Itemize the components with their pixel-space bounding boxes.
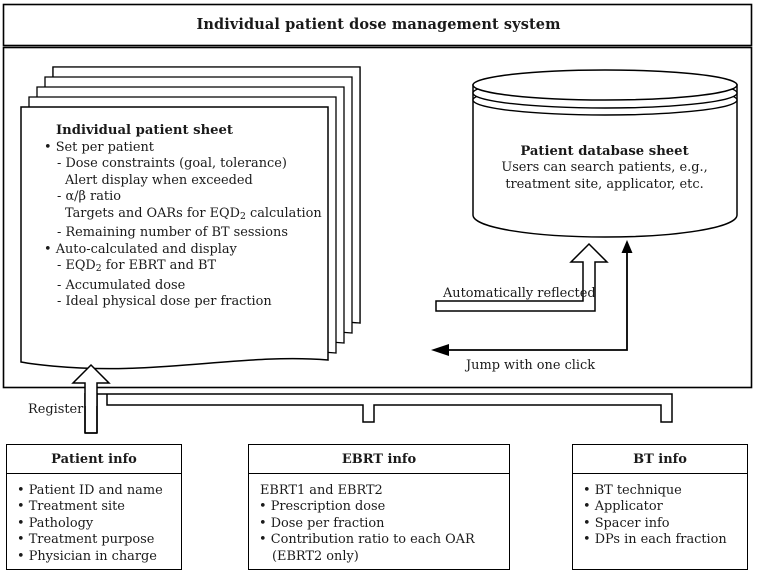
label-automatically-reflected: Automatically reflected [443, 286, 596, 301]
box-ebrt-info-body: EBRT1 and EBRT2• Prescription dose• Dose… [249, 474, 509, 569]
jump-arrowhead-up [621, 240, 633, 253]
patient-sheet-list: • Set per patient- Dose constraints (goa… [44, 140, 344, 311]
database-description-line1: Users can search patients, e.g., [501, 160, 708, 175]
list-item: • Spacer info [583, 515, 670, 531]
box-patient-info: Patient info • Patient ID and name• Trea… [6, 444, 182, 570]
patient-sheet-item: - Dose constraints (goal, tolerance) [57, 156, 287, 172]
database-title: Patient database sheet [520, 144, 689, 159]
box-bt-info-title: BT info [573, 445, 747, 474]
list-item: • Applicator [583, 499, 663, 515]
list-item: • Treatment site [17, 499, 125, 515]
list-item: • Patient ID and name [17, 483, 163, 498]
patient-sheet-item: - α/β ratio [57, 189, 121, 205]
list-item: (EBRT2 only) [272, 548, 359, 564]
patient-sheet-stack [20, 66, 361, 370]
list-item: • Dose per fraction [259, 515, 385, 531]
automatically-reflected-arrow [435, 242, 609, 312]
box-patient-info-body: • Patient ID and name• Treatment site• P… [7, 474, 181, 569]
patient-sheet-item: Targets and OARs for EQD2 calculation [65, 205, 322, 222]
box-bt-info: BT info • BT technique• Applicator• Spac… [572, 444, 748, 570]
cylinder-rim-top [472, 69, 738, 101]
list-item: • Physician in charge [17, 548, 157, 564]
patient-sheet-item: • Auto-calculated and display [44, 241, 237, 257]
patient-sheet-title: Individual patient sheet [56, 123, 234, 138]
list-item: • Prescription dose [259, 499, 386, 515]
jump-arrowhead-left [431, 344, 449, 356]
database-description-line2: treatment site, applicator, etc. [505, 176, 704, 192]
patient-sheet-item: Alert display when exceeded [65, 172, 253, 188]
patient-sheet-item: - EQD2 for EBRT and BT [57, 258, 217, 275]
database-cylinder [472, 69, 738, 238]
patient-sheet-item: - Remaining number of BT sessions [57, 225, 288, 241]
sheet-front [20, 106, 329, 370]
label-register: Register [28, 402, 84, 417]
register-bus [71, 363, 673, 434]
box-bt-info-body: • BT technique• Applicator• Spacer info•… [573, 474, 747, 553]
list-item: • BT technique [583, 483, 682, 498]
patient-sheet-item: • Set per patient [44, 140, 154, 155]
list-item: EBRT1 and EBRT2 [260, 483, 383, 498]
page-title: Individual patient dose management syste… [196, 16, 561, 33]
box-ebrt-info-title: EBRT info [249, 445, 509, 474]
jump-with-one-click-arrow [431, 240, 633, 356]
list-item: • Contribution ratio to each OAR [259, 532, 475, 548]
system-title-frame [2, 3, 753, 47]
list-item: • Treatment purpose [17, 532, 155, 548]
list-item: • DPs in each fraction [583, 532, 727, 548]
box-ebrt-info: EBRT info EBRT1 and EBRT2• Prescription … [248, 444, 510, 570]
database-description: Users can search patients, e.g., treatme… [473, 160, 736, 194]
list-item: • Pathology [17, 515, 94, 531]
patient-sheet-item: - Accumulated dose [57, 277, 186, 293]
box-patient-info-title: Patient info [7, 445, 181, 474]
patient-sheet-item: - Ideal physical dose per fraction [57, 294, 272, 310]
label-jump-with-one-click: Jump with one click [466, 358, 596, 373]
